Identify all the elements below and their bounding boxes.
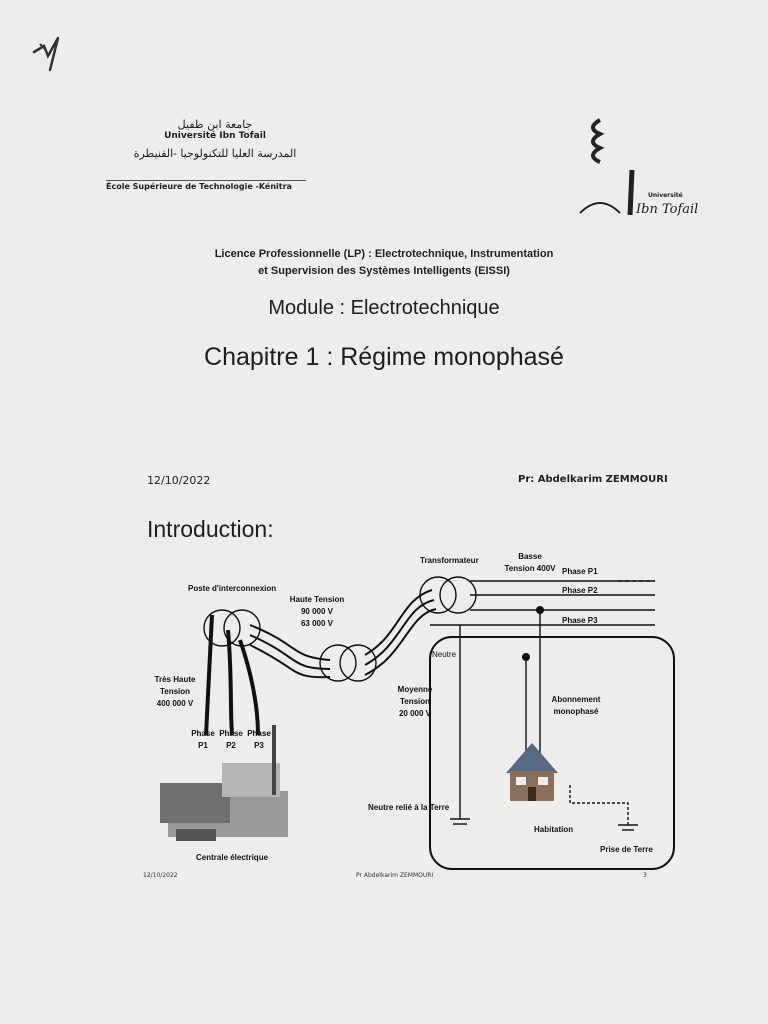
university-logo xyxy=(579,118,635,216)
label-poste: Poste d'interconnexion xyxy=(188,584,277,593)
date: 12/10/2022 xyxy=(147,474,211,487)
handwritten-mark xyxy=(32,36,60,72)
label-transformateur: Transformateur xyxy=(420,556,479,565)
label-phase-p2: Phase P2 xyxy=(562,586,598,595)
licence-line-2: et Supervision des Systèmes Intelligents… xyxy=(258,265,510,277)
label-centrale: Centrale électrique xyxy=(196,853,269,862)
author: Pr: Abdelkarim ZEMMOURI xyxy=(518,474,668,485)
logo-script: Ibn Tofail xyxy=(636,202,699,217)
label-neutre-terre: Neutre relié à la Terre xyxy=(368,803,450,812)
university-name: Université Ibn Tofail xyxy=(164,131,266,141)
school-name: École Supérieure de Technologie -Kénitra xyxy=(106,182,292,191)
school-name-arabic: المدرسة العليا للتكنولوجيا -القنيطرة xyxy=(133,147,297,160)
label-neutre: Neutre xyxy=(432,650,457,659)
power-distribution-diagram xyxy=(160,576,675,870)
label-prise-terre: Prise de Terre xyxy=(600,845,653,854)
slide-footer-date: 12/10/2022 xyxy=(143,872,178,879)
chapter-title: Chapitre 1 : Régime monophasé xyxy=(204,343,564,371)
logo-label: Université xyxy=(648,192,683,199)
licence-line-1: Licence Professionnelle (LP) : Electrote… xyxy=(214,248,554,260)
slide-heading: Introduction: xyxy=(147,516,274,542)
label-phase-p1: Phase P1 xyxy=(562,567,598,576)
slide-page-number: 3 xyxy=(643,872,647,879)
label-phase-p3: Phase P3 xyxy=(562,616,598,625)
module-title: Module : Electrotechnique xyxy=(268,297,500,319)
university-header: جامعة ابن طفيل Université Ibn Tofail الم… xyxy=(110,118,320,160)
slide-footer-author: Pr Abdelkarim ZEMMOURI xyxy=(356,872,434,879)
label-habitation: Habitation xyxy=(534,825,574,834)
university-name-arabic: جامعة ابن طفيل xyxy=(177,118,253,131)
